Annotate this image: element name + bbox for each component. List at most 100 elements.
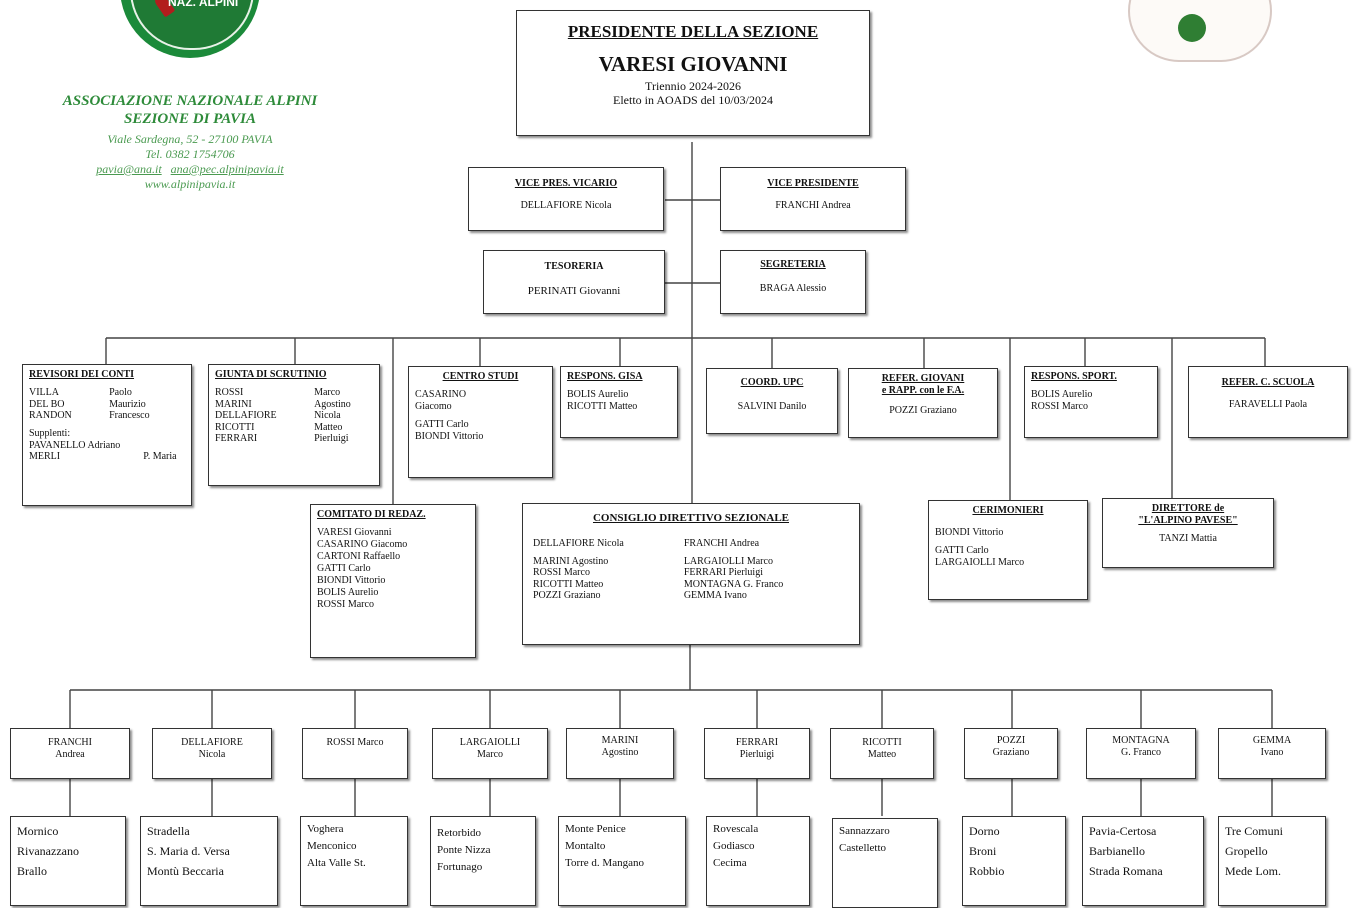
email-link-1[interactable]: pavia@ana.it: [96, 162, 162, 176]
list-item: RICOTTI Matteo: [533, 578, 604, 590]
list-item: MARINI: [215, 398, 252, 410]
list-item: DELLAFIORE Nicola: [533, 538, 624, 549]
badge-emblem-icon: [1178, 14, 1206, 42]
list-item: Montalto: [565, 840, 606, 852]
list-item: Ivano: [1260, 747, 1284, 758]
list-item: Strada Romana: [1089, 864, 1163, 878]
list-item: VILLA: [29, 387, 59, 398]
list-item: Monte Penice: [565, 823, 626, 835]
list-item: [143, 440, 185, 452]
list-item: Matteo: [314, 421, 343, 433]
redazione-title: COMITATO DI REDAZ.: [317, 509, 426, 520]
list-item: Ponte Nizza: [437, 844, 491, 856]
list-item: Dorno: [969, 824, 1000, 838]
list-item: P. Maria: [143, 451, 177, 462]
list-item: Rivanazzano: [17, 844, 79, 858]
list-item: CARTONI Raffaello: [317, 551, 401, 562]
upc-title: COORD. UPC: [740, 377, 804, 388]
list-item: Gropello: [1225, 844, 1268, 858]
list-item: SALVINI Danilo: [737, 401, 807, 412]
president-box: PRESIDENTE DELLA SEZIONE VARESI GIOVANNI…: [516, 10, 870, 136]
sport-box: RESPONS. SPORT. BOLIS Aurelio ROSSI Marc…: [1024, 366, 1158, 438]
list-item: Fortunago: [437, 861, 483, 873]
list-item: Torre d. Mangano: [565, 857, 644, 869]
list-item: CASARINO: [415, 389, 467, 400]
list-item: Barbianello: [1089, 844, 1145, 858]
direttore-title-2: "L'ALPINO PAVESE": [1138, 515, 1238, 526]
gisa-box: RESPONS. GISA BOLIS Aurelio RICOTTI Matt…: [560, 366, 678, 438]
list-item: Mede Lom.: [1225, 864, 1281, 878]
centro-studi-box: CENTRO STUDI CASARINO Giacomo GATTI Carl…: [408, 366, 553, 478]
email-link-2[interactable]: ana@pec.alpinipavia.it: [170, 162, 284, 176]
list-item: BOLIS Aurelio: [317, 587, 379, 598]
list-item: FRANCHI Andrea: [683, 538, 760, 549]
vice-presidente-name: FRANCHI Andrea: [775, 200, 851, 211]
list-item: PAVANELLO Adriano: [29, 439, 121, 451]
list-item: RICOTTI: [862, 737, 902, 748]
list-item: Andrea: [55, 749, 85, 760]
list-item: MARINI Agostino: [215, 399, 373, 411]
list-item: Voghera: [307, 823, 344, 835]
list-item: BOLIS Aurelio: [567, 389, 629, 400]
list-item: BIONDI Vittorio: [317, 575, 386, 586]
list-item: MONTAGNA: [1112, 735, 1170, 746]
vice-vicario-name: DELLAFIORE Nicola: [520, 200, 612, 211]
list-item: PAVANELLO Adriano: [29, 440, 185, 452]
gisa-title: RESPONS. GISA: [567, 371, 643, 382]
giovani-title-1: REFER. GIOVANI: [881, 373, 965, 384]
list-item: Mornico: [17, 824, 59, 838]
list-item: Marco: [314, 387, 341, 398]
giovani-title-2: e RAPP. con le F.A.: [881, 385, 965, 396]
list-item: DELLAFIORE: [181, 737, 243, 748]
list-item: MERLI P. Maria: [29, 451, 185, 463]
list-item: DELLAFIORE: [215, 410, 277, 421]
list-item: Brallo: [17, 864, 47, 878]
list-item: Agostino: [314, 398, 351, 410]
list-item: BOLIS Aurelio: [1031, 389, 1093, 400]
list-item: MERLI: [29, 451, 61, 462]
list-item: BIONDI Vittorio: [935, 527, 1004, 538]
list-item: Graziano: [992, 747, 1030, 758]
sport-title: RESPONS. SPORT.: [1031, 371, 1117, 382]
list-item: LARGAIOLLI: [459, 737, 521, 748]
scuola-title: REFER. C. SCUOLA: [1221, 377, 1315, 388]
list-item: GATTI Carlo: [935, 545, 989, 556]
tesoreria-name: PERINATI Giovanni: [527, 285, 621, 297]
list-item: GEMMA: [1252, 735, 1292, 746]
association-section: SEZIONE DI PAVIA: [124, 111, 256, 127]
list-item: Paolo: [109, 387, 132, 398]
councillor-box: ROSSI Marco: [302, 728, 408, 779]
list-item: FERRARI Pierluigi: [683, 567, 763, 578]
list-item: Menconico: [307, 840, 357, 852]
list-item: RANDON: [29, 410, 72, 421]
list-item: ROSSI: [215, 387, 244, 398]
president-term: Triennio 2024-2026: [645, 79, 741, 93]
list-item: DEL BO: [29, 398, 65, 410]
list-item: CASARINO Giacomo: [317, 539, 408, 550]
segreteria-title: SEGRETERIA: [760, 259, 826, 270]
list-item: POZZI Graziano: [533, 590, 601, 601]
list-item: BIONDI Vittorio: [415, 431, 484, 442]
website-link[interactable]: www.alpinipavia.it: [144, 177, 236, 191]
list-item: ROSSI Marco: [317, 599, 374, 610]
scuola-box: REFER. C. SCUOLA FARAVELLI Paola: [1188, 366, 1348, 438]
list-item: GATTI Carlo: [317, 563, 371, 574]
